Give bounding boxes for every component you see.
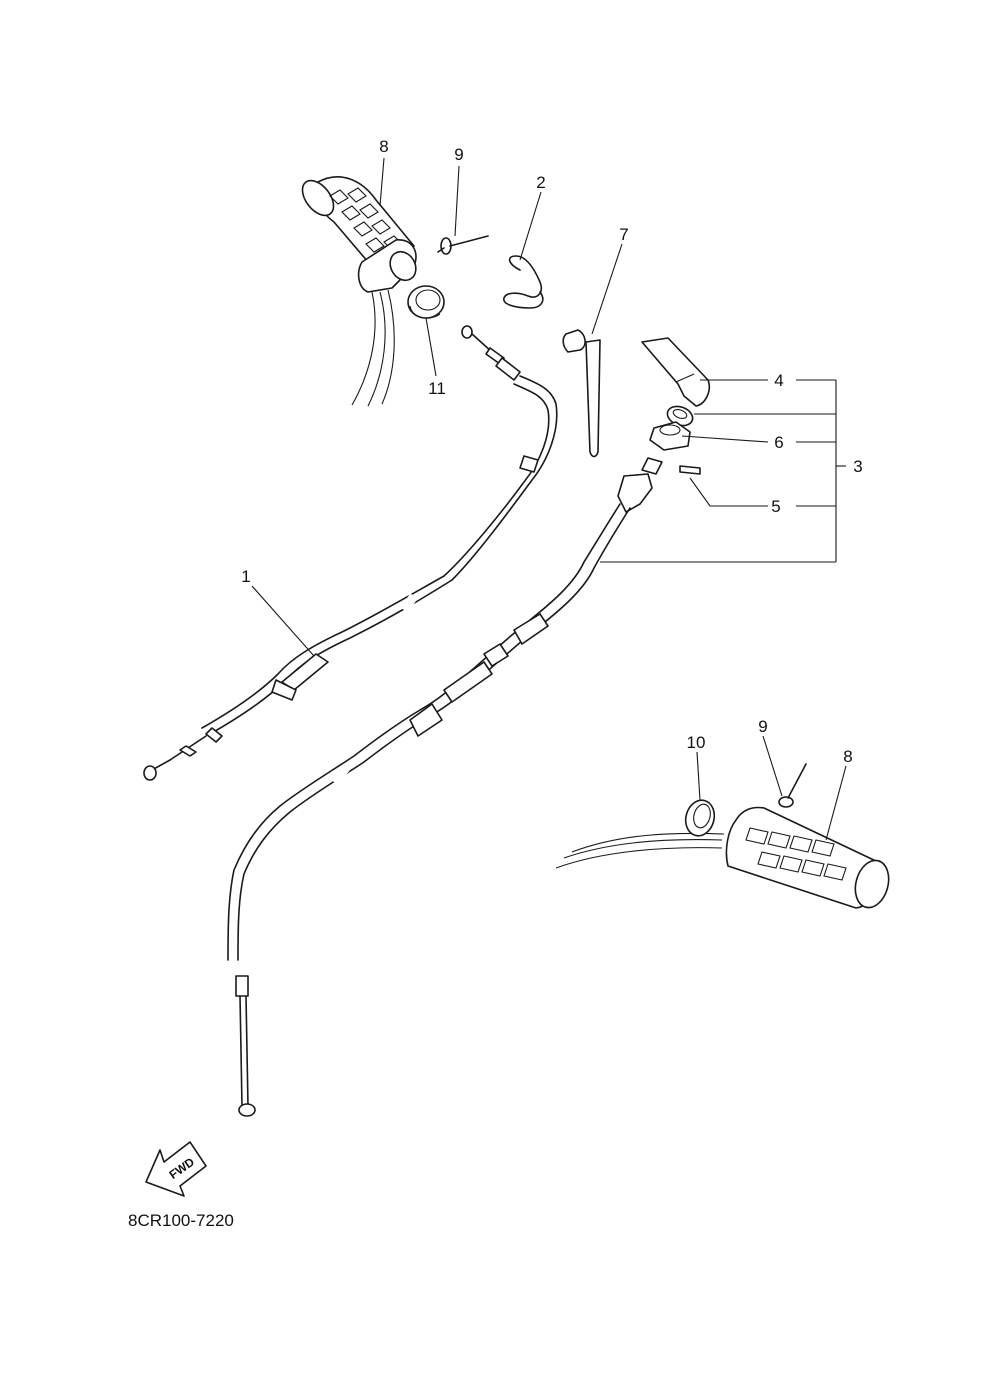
callout-11: 11	[428, 379, 446, 398]
callout-1: 1	[241, 567, 250, 586]
diagram-code: 8CR100-7220	[128, 1211, 234, 1230]
callout-9-left: 9	[454, 145, 463, 164]
cable-tie	[562, 329, 601, 458]
forward-direction-arrow: FWD	[145, 1141, 207, 1197]
upper-cable	[143, 325, 558, 781]
nut	[649, 421, 691, 451]
left-grip	[301, 176, 417, 293]
pin	[679, 465, 701, 475]
callout-2: 2	[536, 173, 545, 192]
right-grip-screw	[778, 763, 807, 808]
callout-3: 3	[853, 457, 862, 476]
right-collar-ring	[684, 799, 716, 837]
callout-labels: 8 9 2 7 11 4 6 3 5 1 10 9 8	[241, 137, 862, 766]
callout-9-right: 9	[758, 717, 767, 736]
callout-5: 5	[771, 497, 780, 516]
throttle-lever-parts	[641, 337, 711, 475]
callout-4: 4	[774, 371, 783, 390]
lower-cable	[227, 457, 663, 1117]
callout-8-left: 8	[379, 137, 388, 156]
callout-6: 6	[774, 433, 783, 452]
left-grip-screw	[437, 235, 489, 255]
right-grip-assembly	[555, 763, 890, 909]
callout-8-right: 8	[843, 747, 852, 766]
left-collar-ring	[407, 285, 445, 319]
callout-10: 10	[687, 733, 706, 752]
left-grip-assembly	[301, 176, 489, 407]
leader-lines	[251, 157, 847, 841]
cable-clip	[503, 255, 544, 309]
callout-7: 7	[619, 225, 628, 244]
right-grip	[725, 806, 890, 909]
